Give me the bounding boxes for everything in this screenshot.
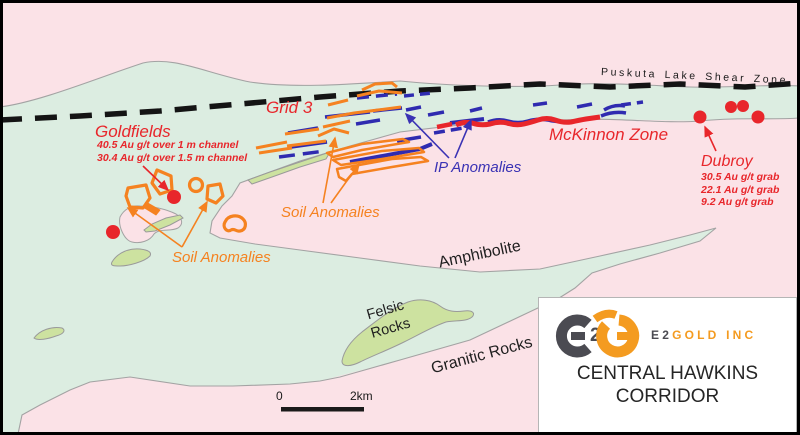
- scale-bar-end-label: 2km: [350, 389, 373, 403]
- dubroy-label: Dubroy: [701, 153, 753, 170]
- dubroy-assay-3: 9.2 Au g/t grab: [701, 196, 774, 208]
- soil-anomaly-blobs: [124, 168, 247, 233]
- greenstone-belt-region: [0, 61, 800, 435]
- goldfields-assay-2: 30.4 Au g/t over 1.5 m channel: [97, 151, 248, 164]
- dubroy-assays: 30.5 Au g/t grab 22.1 Au g/t grab 9.2 Au…: [701, 171, 779, 209]
- figure-title: CENTRAL HAWKINS CORRIDOR: [539, 362, 796, 408]
- svg-text:2: 2: [590, 325, 601, 346]
- goldfields-label: Goldfields: [95, 122, 171, 141]
- scale-bar-start-label: 0: [276, 389, 283, 403]
- e2gold-logo-icon: 2: [555, 309, 640, 358]
- sample-dots: [106, 100, 765, 239]
- figure-title-line1: CENTRAL HAWKINS: [576, 363, 759, 384]
- mckinnon-zone-label: McKinnon Zone: [549, 125, 669, 144]
- shear-zone-dashed-line: [0, 80, 800, 123]
- goldfields-assays: 40.5 Au g/t over 1 m channel 30.4 Au g/t…: [97, 139, 247, 164]
- figure-title-line2: CORRIDOR: [615, 386, 720, 407]
- soil-anomaly-lines: [255, 81, 430, 183]
- brand-e2-text: E2: [651, 328, 673, 342]
- brand-gold-inc-text: GOLD INC: [672, 328, 757, 342]
- e2gold-brand-text: E2GOLD INC: [651, 328, 756, 342]
- felsic-rocks-main-body: [341, 299, 475, 367]
- legend-box: 2 E2GOLD INC CENTRAL HAWKINS CORRIDOR: [538, 297, 797, 434]
- scale-bar: [281, 407, 364, 412]
- dubroy-assay-2: 22.1 Au g/t grab: [701, 183, 780, 196]
- mckinnon-zone-showing: [436, 114, 601, 130]
- soil-anomalies-label-west: Soil Anomalies: [172, 249, 271, 266]
- goldfields-assay-1: 40.5 Au g/t over 1 m channel: [97, 139, 239, 151]
- ip-anomalies-label: IP Anomalies: [434, 159, 522, 176]
- leader-arrows: [126, 112, 717, 248]
- grid3-label: Grid 3: [266, 98, 313, 117]
- felsic-rock-bodies: [33, 151, 475, 367]
- soil-anomalies-label-grid3: Soil Anomalies: [281, 204, 380, 221]
- dubroy-assay-1: 30.5 Au g/t grab: [701, 171, 780, 183]
